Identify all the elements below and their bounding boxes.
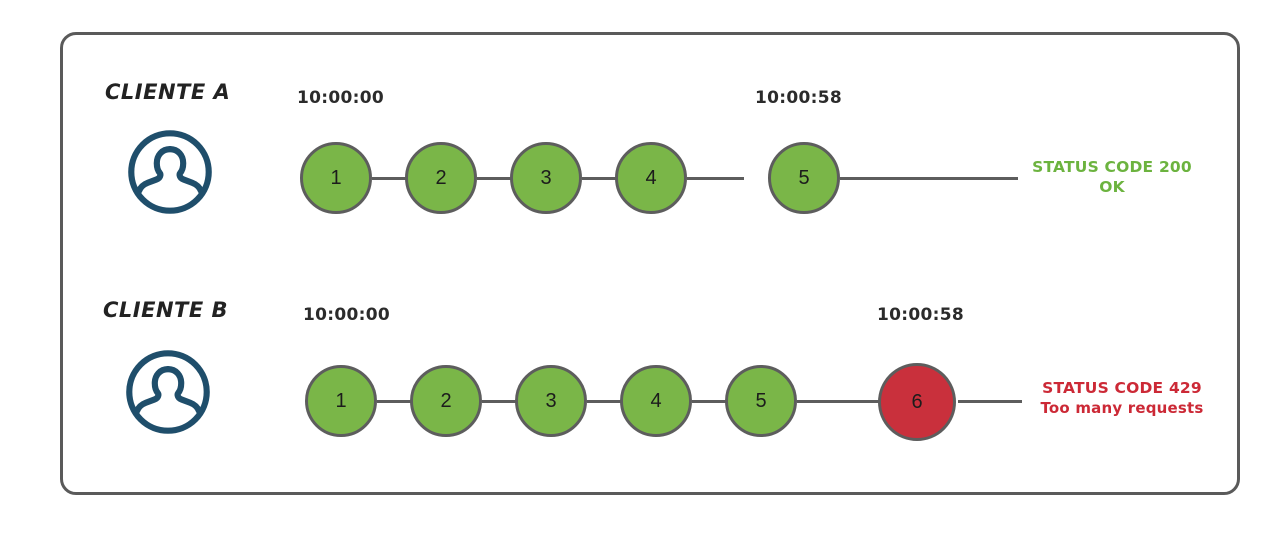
link-a-2-3 bbox=[477, 177, 534, 180]
request-node-a-4[interactable]: 4 bbox=[615, 142, 687, 214]
request-node-b-5[interactable]: 5 bbox=[725, 365, 797, 437]
request-node-b-4[interactable]: 4 bbox=[620, 365, 692, 437]
client-a-status-text: OK bbox=[1099, 178, 1125, 196]
user-avatar-icon bbox=[128, 130, 212, 214]
client-b-label: CLIENTE B bbox=[103, 298, 229, 322]
request-node-a-2[interactable]: 2 bbox=[405, 142, 477, 214]
request-node-a-3[interactable]: 3 bbox=[510, 142, 582, 214]
client-b-status-text: Too many requests bbox=[1040, 399, 1204, 417]
client-a-end-time: 10:00:58 bbox=[755, 88, 842, 108]
link-a-4-5 bbox=[687, 177, 744, 180]
request-node-label: 5 bbox=[798, 166, 810, 189]
link-b-5-6 bbox=[797, 400, 882, 403]
request-node-b-2[interactable]: 2 bbox=[410, 365, 482, 437]
request-node-a-5[interactable]: 5 bbox=[768, 142, 840, 214]
link-b-4-5 bbox=[692, 400, 749, 403]
request-node-label: 1 bbox=[330, 166, 342, 189]
link-b-6-status bbox=[958, 400, 1022, 403]
client-b-start-time: 10:00:00 bbox=[303, 305, 390, 325]
request-node-label: 5 bbox=[755, 389, 767, 412]
client-a-avatar bbox=[126, 128, 214, 216]
link-b-2-3 bbox=[482, 400, 539, 403]
request-node-label: 4 bbox=[645, 166, 657, 189]
link-b-1-2 bbox=[377, 400, 434, 403]
request-node-a-1[interactable]: 1 bbox=[300, 142, 372, 214]
user-avatar-icon bbox=[126, 350, 210, 434]
link-a-5-status bbox=[840, 177, 1018, 180]
client-a-status-code: STATUS CODE 200 bbox=[1032, 158, 1192, 176]
client-a-status: STATUS CODE 200 OK bbox=[1022, 157, 1202, 197]
request-node-b-3[interactable]: 3 bbox=[515, 365, 587, 437]
client-b-status-code: STATUS CODE 429 bbox=[1042, 379, 1202, 397]
link-a-3-4 bbox=[582, 177, 639, 180]
request-node-label: 3 bbox=[540, 166, 552, 189]
request-node-label: 2 bbox=[435, 166, 447, 189]
request-node-b-1[interactable]: 1 bbox=[305, 365, 377, 437]
client-a-label: CLIENTE A bbox=[105, 80, 231, 104]
client-b-avatar bbox=[124, 348, 212, 436]
request-node-b-6[interactable]: 6 bbox=[878, 363, 956, 441]
link-b-3-4 bbox=[587, 400, 644, 403]
request-node-label: 2 bbox=[440, 389, 452, 412]
client-a-start-time: 10:00:00 bbox=[297, 88, 384, 108]
request-node-label: 4 bbox=[650, 389, 662, 412]
request-node-label: 6 bbox=[911, 390, 923, 413]
client-b-end-time: 10:00:58 bbox=[877, 305, 964, 325]
request-node-label: 1 bbox=[335, 389, 347, 412]
client-b-status: STATUS CODE 429 Too many requests bbox=[1022, 378, 1222, 418]
link-a-1-2 bbox=[372, 177, 429, 180]
request-node-label: 3 bbox=[545, 389, 557, 412]
